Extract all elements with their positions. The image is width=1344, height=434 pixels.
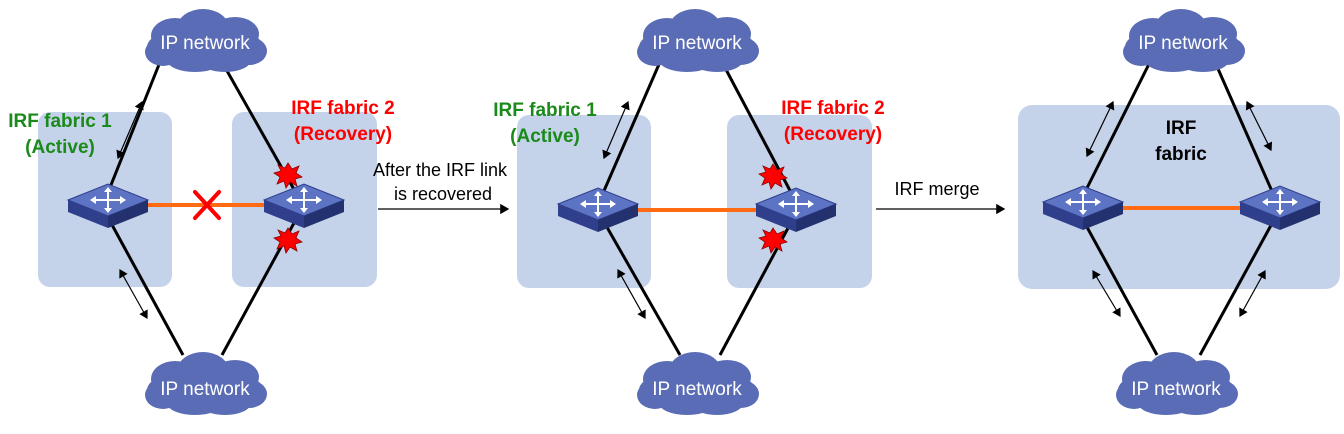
- stage-1: IP network IP network IRF fabric 1 (Acti…: [8, 9, 395, 415]
- transition-2: IRF merge: [876, 179, 1006, 215]
- fabric2-state: (Recovery): [784, 124, 882, 145]
- fabric1-label: IRF fabric 1: [493, 100, 597, 121]
- link-arrows: [116, 100, 148, 320]
- link-arrows: [602, 100, 646, 320]
- cloud-bottom-label: IP network: [160, 379, 250, 400]
- fabric2-label: IRF fabric 2: [291, 98, 394, 119]
- transition-1-line2: is recovered: [394, 184, 492, 204]
- merged-fabric-label-2: fabric: [1155, 144, 1207, 165]
- cloud-bottom-label: IP network: [1131, 379, 1221, 400]
- fabric1-state: (Active): [25, 137, 95, 158]
- transition-2-line1: IRF merge: [894, 179, 979, 199]
- link-failure-x-icon: [193, 190, 221, 220]
- uplinks: [598, 61, 797, 356]
- cloud-top-label: IP network: [652, 33, 742, 54]
- merged-fabric-label: IRF: [1166, 118, 1197, 139]
- transition-1-line1: After the IRF link: [373, 160, 508, 180]
- cloud-top-label: IP network: [1138, 33, 1228, 54]
- fabric2-state: (Recovery): [294, 124, 392, 145]
- stage-3: IP network IP network IRF fabric: [1018, 9, 1340, 415]
- fabric1-state: (Active): [510, 126, 580, 147]
- cloud-top-label: IP network: [160, 33, 250, 54]
- cloud-bottom-label: IP network: [652, 379, 742, 400]
- fabric2-label: IRF fabric 2: [781, 98, 884, 119]
- link-arrows: [1085, 100, 1273, 318]
- transition-1: After the IRF link is recovered: [373, 160, 510, 215]
- fabric1-label: IRF fabric 1: [8, 111, 112, 132]
- stage-2: IP network IP network IRF fabric 1 (Acti…: [493, 9, 885, 415]
